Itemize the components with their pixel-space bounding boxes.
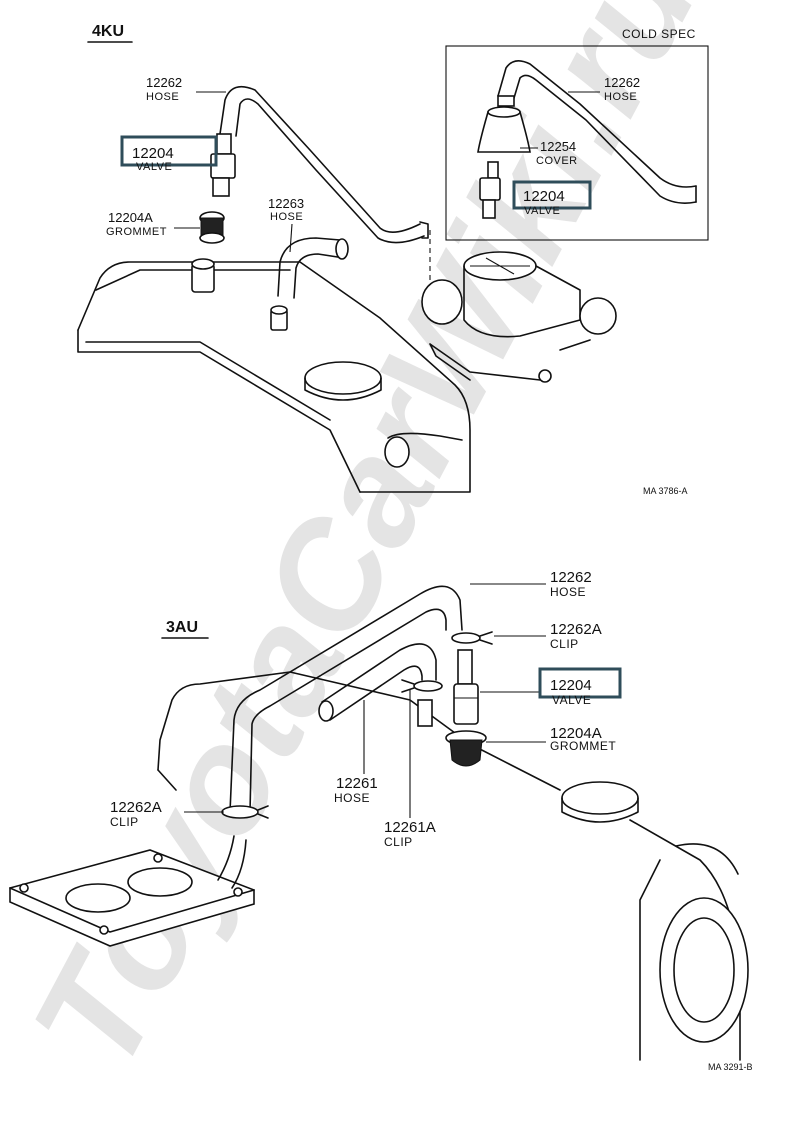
highlight-box-12204-inset xyxy=(512,180,592,210)
label-12261-name: HOSE xyxy=(334,791,370,805)
label-12204-name: VALVE xyxy=(136,161,172,173)
grommet-12204a-bottom xyxy=(445,730,487,767)
label-12204-name: VALVE xyxy=(552,693,591,707)
valve-cover-illustration xyxy=(77,261,471,493)
label-12263-num: 12263 xyxy=(268,196,304,211)
drawing-code-top: MA 3786-A xyxy=(643,486,688,496)
bottom-diagram-3au: 3AU xyxy=(9,569,753,1072)
label-12261a-name: CLIP xyxy=(384,835,413,849)
inset-label-12262-name: HOSE xyxy=(604,91,637,103)
drawing-code-bottom: MA 3291-B xyxy=(708,1062,753,1072)
label-12262-name: HOSE xyxy=(550,585,586,599)
hose-12261 xyxy=(321,643,437,703)
inset-label-12254-num: 12254 xyxy=(540,139,576,154)
carb-spacer-plate xyxy=(9,849,255,947)
clip-12262a-right xyxy=(451,631,493,645)
label-12261a-num: 12261A xyxy=(384,819,436,836)
label-12262a-num-right: 12262A xyxy=(550,621,602,638)
hose-12262-bottom xyxy=(229,585,463,813)
label-12261-num: 12261 xyxy=(336,775,378,792)
label-12262-num: 12262 xyxy=(146,75,182,90)
diagram-header-4ku: 4KU xyxy=(92,23,124,40)
label-12262a-name-right: CLIP xyxy=(550,637,579,651)
label-12204a-num: 12204A xyxy=(550,725,602,742)
engine-block-illustration xyxy=(157,671,749,1061)
top-diagram-4ku: 4KU xyxy=(77,23,709,496)
cold-spec-title: COLD SPEC xyxy=(622,27,696,41)
label-12204a-name: GROMMET xyxy=(106,226,167,238)
carburetor-illustration xyxy=(421,251,617,383)
label-12262-num: 12262 xyxy=(550,569,592,586)
inset-label-12204-name: VALVE xyxy=(524,205,560,217)
highlight-box-12204-bottom xyxy=(538,667,622,699)
label-12204a-name: GROMMET xyxy=(550,739,616,753)
label-12262a-num-left: 12262A xyxy=(110,799,162,816)
pcv-valve-12204-bottom xyxy=(453,649,479,725)
label-12204-num: 12204 xyxy=(550,677,592,694)
label-12262a-name-left: CLIP xyxy=(110,815,139,829)
inset-label-12262-num: 12262 xyxy=(604,75,640,90)
label-12204-num: 12204 xyxy=(132,145,174,162)
hose-12263 xyxy=(277,237,341,297)
grommet-fitting-top xyxy=(191,258,288,331)
highlight-box-12204-top xyxy=(120,135,218,167)
inset-label-12254-name: COVER xyxy=(536,155,578,167)
label-12262-name: HOSE xyxy=(146,91,179,103)
diagram-header-3au: 3AU xyxy=(166,619,198,636)
cold-spec-inset: COLD SPEC 12262 HOSE 12254 COVER 12204 V… xyxy=(445,27,709,241)
clip-12261a xyxy=(401,679,443,693)
label-12263-name: HOSE xyxy=(270,211,303,223)
label-12204a-num: 12204A xyxy=(108,210,153,225)
hose-12262-top xyxy=(219,85,421,233)
inset-label-12204-num: 12204 xyxy=(523,188,565,205)
grommet-12204a-top xyxy=(199,211,225,244)
